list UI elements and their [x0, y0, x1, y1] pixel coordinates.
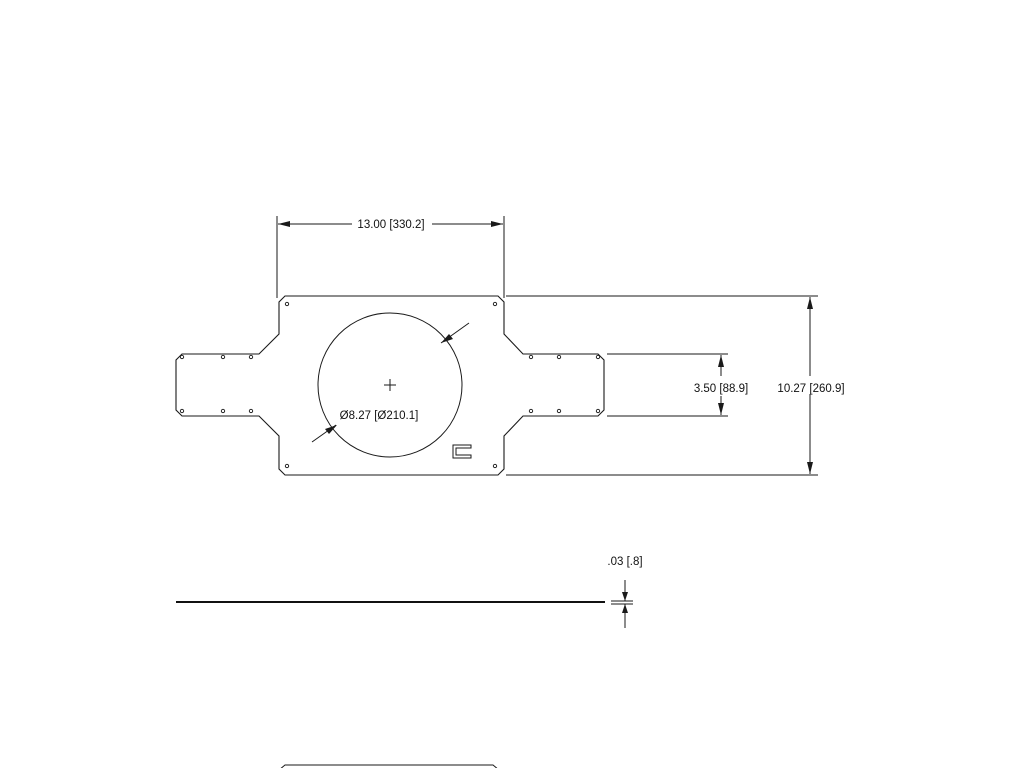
diameter-dimension: Ø8.27 [Ø210.1]: [311, 322, 470, 443]
width-dimension-label: 13.00 [330.2]: [357, 219, 424, 231]
thickness-dimension: .03 [.8]: [607, 556, 643, 628]
tab-height-dimension-label: 3.50 [88.9]: [694, 383, 748, 395]
height-dimension: 10.27 [260.9]: [506, 295, 852, 476]
thickness-dimension-label: .03 [.8]: [607, 556, 642, 568]
plate-outline: [175, 295, 605, 476]
diameter-dimension-label: Ø8.27 [Ø210.1]: [340, 410, 419, 422]
width-dimension: 13.00 [330.2]: [276, 216, 505, 298]
tab-height-dimension: 3.50 [88.9]: [607, 353, 748, 417]
mounting-holes: [179, 301, 601, 469]
center-mark: [384, 379, 396, 391]
bracket-cutout: [452, 444, 472, 459]
center-cutout: [317, 312, 463, 458]
partial-bottom-view: [280, 764, 498, 768]
height-dimension-label: 10.27 [260.9]: [777, 383, 844, 395]
